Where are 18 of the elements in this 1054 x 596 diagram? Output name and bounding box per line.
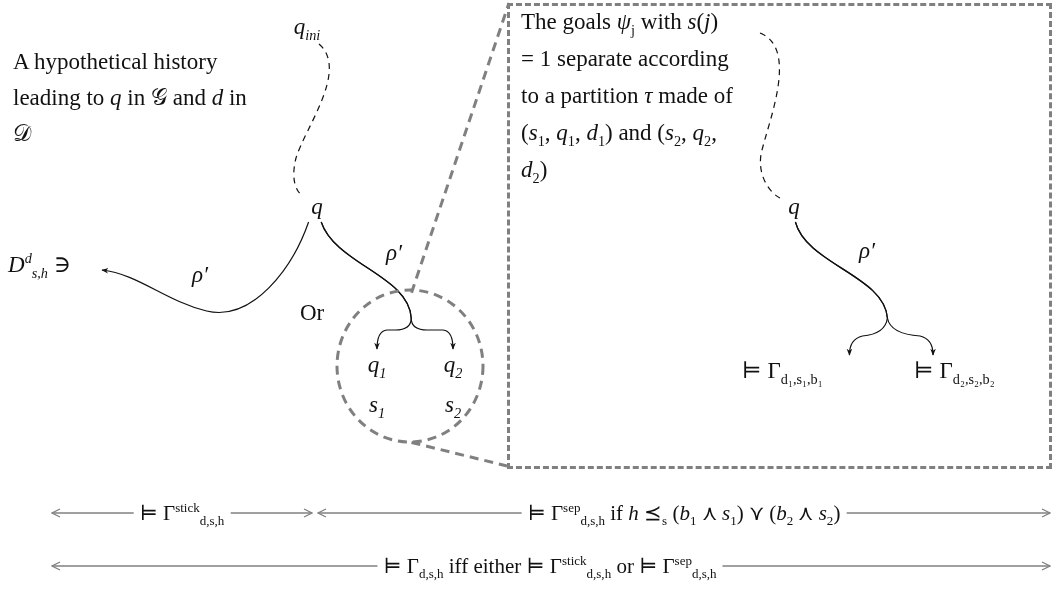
formula-label: ⊨ Γ$_{d₂,s₂,b₂}$ <box>914 357 995 386</box>
strategy-label: s$_{2}$ <box>444 391 462 420</box>
arrow <box>794 221 936 356</box>
state-label: q$_{ini}$ <box>293 13 321 42</box>
zoom-line <box>411 441 508 468</box>
note-text: A hypothetical history leading to q in 𝒢 and din 𝒟 <box>13 48 248 148</box>
choice-label: Or <box>300 299 325 327</box>
formula-label: ⊨ Γ$_{d₁,s₁,b₁}$ <box>742 357 823 386</box>
arrow <box>101 221 310 314</box>
state-label: D$^{d}$$_{s,h}$ ∋ <box>8 250 71 280</box>
state-label: q$_{2}$ <box>443 351 463 380</box>
description-text: The goals ψ$_{j}$ with s(j) = 1 separate according to a partition τ made of (s$_{1}$, q$_{1}$, d$_{1}$) and (s$_{2}$, q$_{2}$, d$_{2}$) <box>520 8 734 188</box>
arrow <box>320 221 456 350</box>
state-label: q$_{1}$ <box>367 351 387 380</box>
strategy-label: s$_{1}$ <box>368 391 386 420</box>
state-label: q <box>311 193 323 221</box>
state-label: q <box>788 193 800 221</box>
dashed-connector <box>759 32 781 199</box>
